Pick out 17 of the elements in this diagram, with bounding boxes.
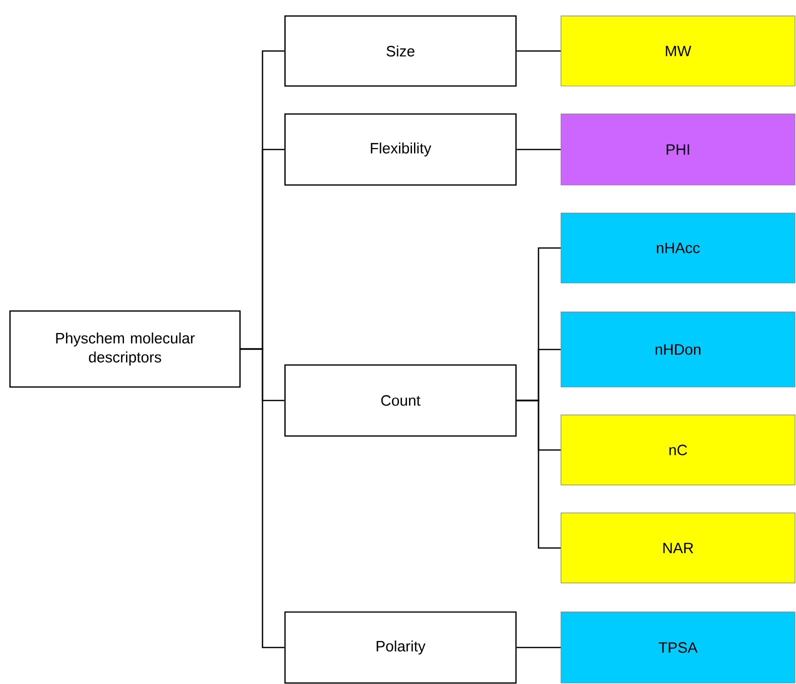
connector-line <box>516 50 561 52</box>
category-box: Polarity <box>284 611 517 684</box>
descriptor-box: MW <box>560 16 796 86</box>
connector-line <box>516 646 561 648</box>
descriptor-box: nC <box>560 414 796 486</box>
connector-line <box>516 148 561 150</box>
category-box: Count <box>284 364 517 437</box>
descriptor-box: NAR <box>560 512 796 584</box>
descriptor-box: PHI <box>560 114 796 186</box>
category-box: Size <box>284 15 517 87</box>
descriptor-box: nHAcc <box>560 212 796 284</box>
connector-line <box>516 400 561 549</box>
descriptor-box: TPSA <box>560 612 796 684</box>
category-box: Physchem molecular descriptors <box>9 310 241 388</box>
descriptor-box: nHDon <box>560 312 796 388</box>
connector-line <box>240 348 284 648</box>
category-box: Flexibility <box>284 113 517 186</box>
